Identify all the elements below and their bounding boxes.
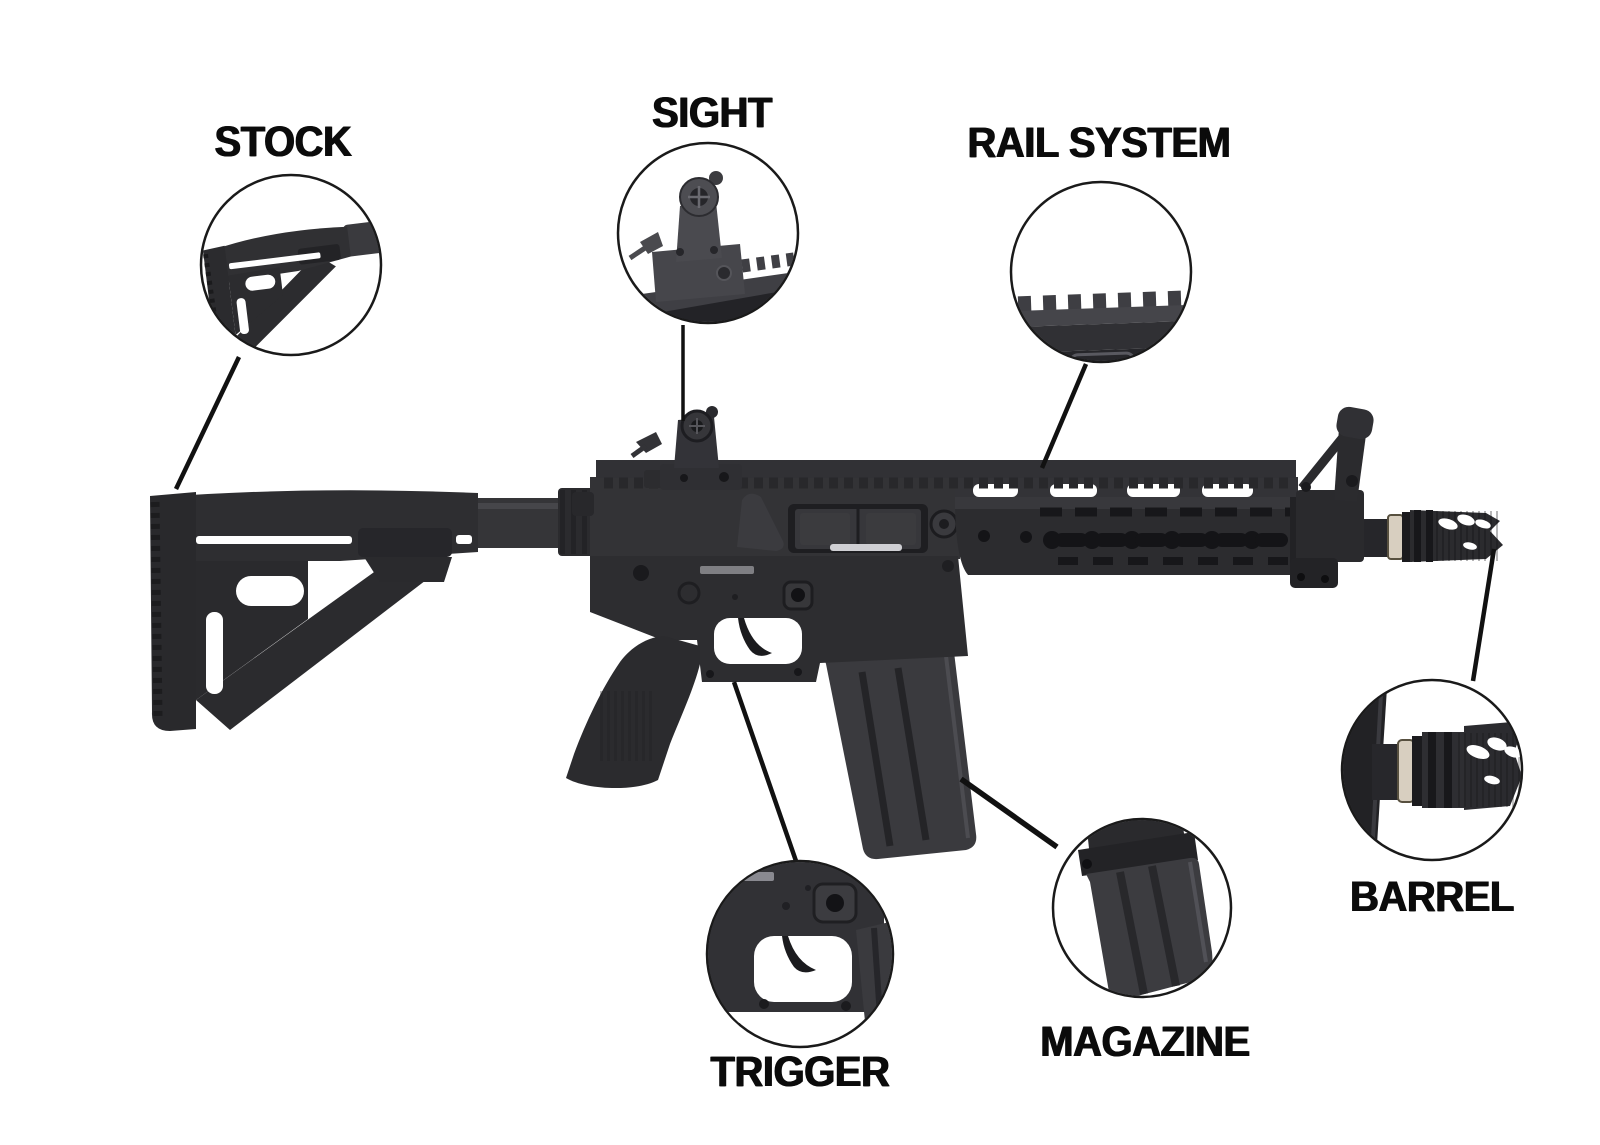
callout-rail-system (1009, 180, 1193, 364)
leader-line-magazine (959, 776, 1059, 850)
callout-stock (199, 173, 383, 357)
label-stock: STOCK (214, 118, 352, 166)
front-sight (1290, 406, 1374, 588)
callout-art-rail-system (1012, 290, 1190, 361)
callout-art-sight (628, 171, 797, 322)
leader-line-barrel (1470, 548, 1497, 682)
callout-sight (616, 141, 800, 325)
label-trigger: TRIGGER (710, 1048, 890, 1096)
trigger (738, 618, 772, 656)
magazine (822, 644, 977, 860)
callout-magazine (1051, 817, 1233, 999)
callout-trigger (705, 859, 895, 1049)
lower-receiver (590, 556, 968, 682)
pistol-grip (566, 636, 700, 789)
callout-barrel (1340, 678, 1524, 862)
label-sight: SIGHT (652, 89, 772, 137)
label-rail-system: RAIL SYSTEM (967, 119, 1231, 167)
label-barrel: BARREL (1350, 873, 1514, 921)
serial-marking (700, 566, 754, 574)
callout-art-magazine (1078, 820, 1213, 996)
barrel (1352, 510, 1503, 562)
leader-line-stock (173, 356, 242, 490)
leader-line-rail-system (1039, 363, 1089, 469)
upper-receiver (572, 477, 960, 559)
label-magazine: MAGAZINE (1040, 1018, 1250, 1066)
rear-sight (630, 406, 742, 490)
stock (150, 490, 478, 731)
callout-art-stock (202, 220, 380, 352)
top-rail (596, 460, 1296, 489)
leader-line-trigger (731, 681, 799, 862)
leader-lines (173, 325, 1497, 862)
rifle-illustration (150, 406, 1503, 860)
handguard (955, 477, 1298, 575)
